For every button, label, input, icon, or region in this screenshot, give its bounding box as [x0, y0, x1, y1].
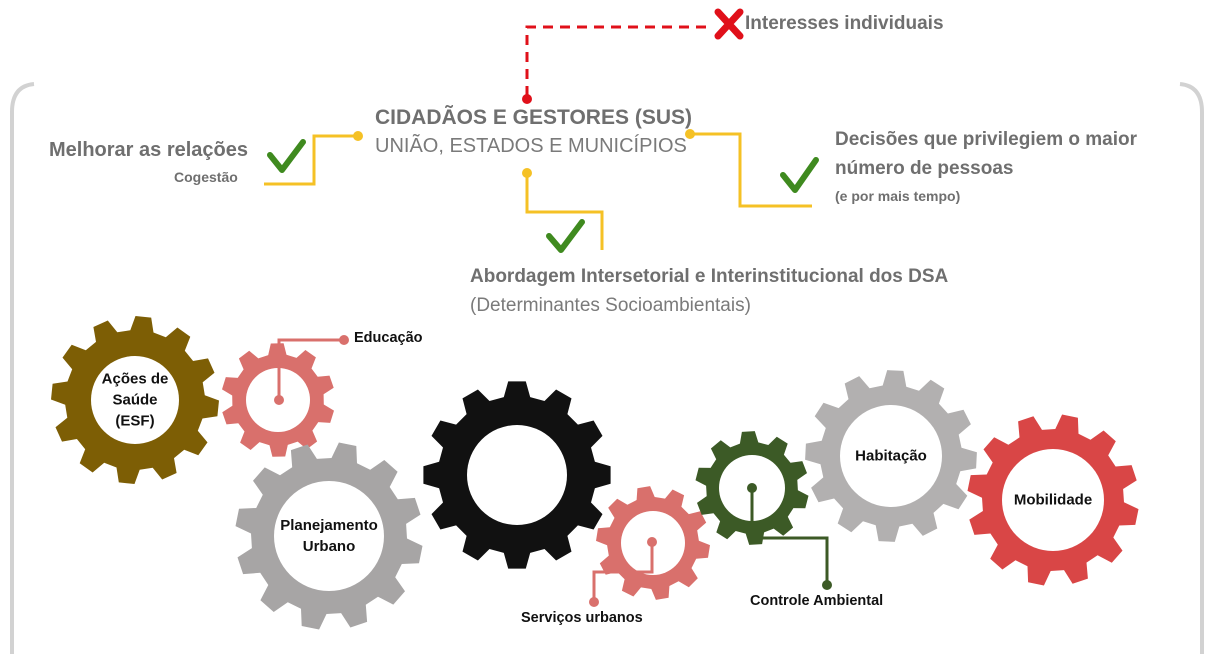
- mobilidade-gear-label: Mobilidade: [1013, 491, 1093, 509]
- controle-pin-line: [750, 488, 829, 583]
- educacao-label: Educação: [354, 330, 423, 346]
- mobilidade-gear: [967, 414, 1139, 586]
- educacao-pin-line: [277, 338, 341, 400]
- bottom-goal-title: Abordagem Intersetorial e Interinstituci…: [470, 266, 949, 287]
- check-icon-left: [267, 139, 306, 173]
- bottom-connector-dot: [522, 168, 532, 178]
- acoes-gear-label: Ações de Saúde (ESF): [102, 369, 169, 432]
- comunicacao-gear-label: Comunicação: [467, 466, 567, 484]
- excluded-label: Interesses individuais: [745, 13, 944, 34]
- frame-bracket: [10, 82, 1204, 654]
- left-connector: [264, 134, 355, 186]
- planejamento-gear: [235, 442, 423, 630]
- x-icon: [714, 8, 744, 40]
- acoes-gear: [51, 316, 219, 484]
- bottom-goal-subtitle: (Determinantes Socioambientais): [470, 295, 751, 316]
- servicos-label: Serviços urbanos: [521, 610, 643, 626]
- servicos-pin-dot-center: [647, 537, 657, 547]
- acoes-label-line2: Saúde: [112, 391, 158, 409]
- planejamento-gear-label: Planejamento Urbano: [280, 515, 378, 557]
- educacao-pin-dot-end: [339, 335, 349, 345]
- gears-group: [51, 316, 1139, 630]
- controle-pin-dot-center: [747, 483, 757, 493]
- acoes-label-line3: (ESF): [115, 412, 155, 430]
- servicos-pin-dot-end: [589, 597, 599, 607]
- comunicacao-gear: [423, 381, 611, 569]
- right-connector-dot: [685, 129, 695, 139]
- left-goal-subtitle: Cogestão: [174, 169, 238, 185]
- controle-pin-dot-end: [822, 580, 832, 590]
- left-connector-dot: [353, 131, 363, 141]
- educacao-pin-dot-center: [274, 395, 284, 405]
- bottom-connector: [525, 176, 604, 250]
- center-title: CIDADÃOS E GESTORES (SUS): [375, 106, 692, 129]
- check-icon-bottom: [546, 219, 585, 253]
- acoes-label-line1: Ações de: [101, 370, 169, 388]
- left-goal-title: Melhorar as relações: [49, 139, 248, 161]
- planejamento-label-line1: Planejamento: [280, 517, 378, 534]
- right-goal-line2: número de pessoas: [835, 158, 1014, 179]
- center-subtitle: UNIÃO, ESTADOS E MUNICÍPIOS: [375, 135, 687, 157]
- habitacao-gear: [805, 370, 977, 542]
- right-goal-line1: Decisões que privilegiem o maior: [835, 129, 1137, 150]
- planejamento-label-line2: Urbano: [302, 538, 356, 555]
- excluded-connector: [525, 25, 712, 96]
- right-goal-subtitle: (e por mais tempo): [835, 188, 961, 204]
- excluded-connector-dot: [522, 94, 532, 104]
- controle-label: Controle Ambiental: [750, 593, 884, 609]
- check-icon-right: [780, 157, 819, 193]
- right-connector: [694, 132, 812, 208]
- habitacao-gear-label: Habitação: [855, 447, 927, 465]
- servicos-pin-line: [592, 542, 654, 602]
